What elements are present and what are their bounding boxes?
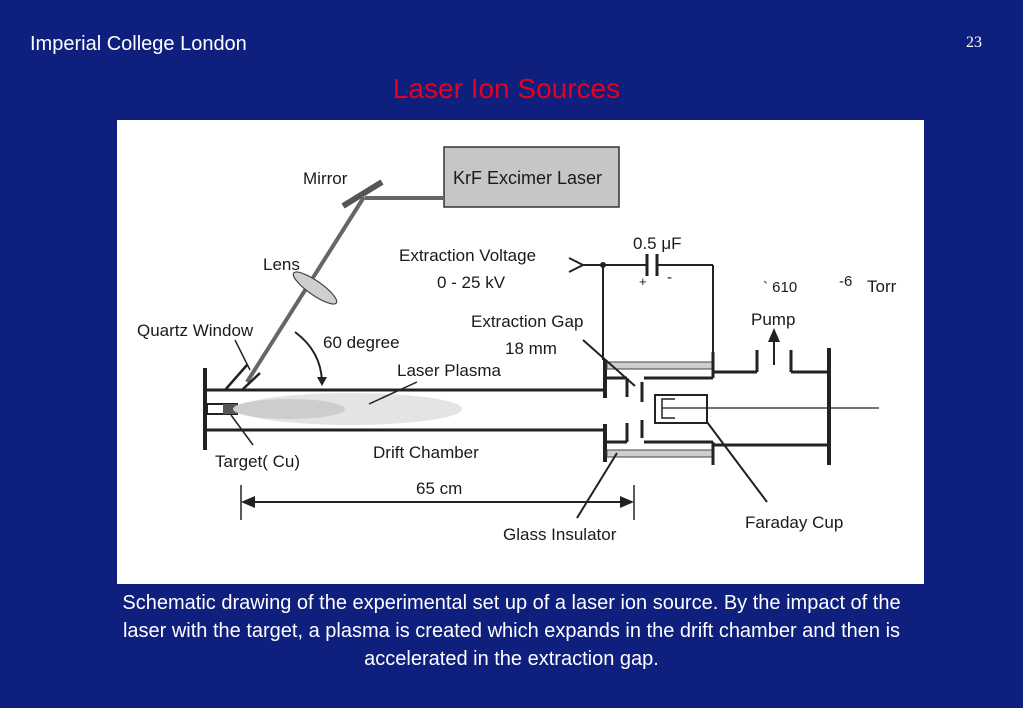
pressure-prefix: ` 610: [763, 279, 797, 296]
figure-caption: Schematic drawing of the experimental se…: [100, 589, 923, 673]
laser-label: KrF Excimer Laser: [453, 168, 602, 188]
voltage-input-chevron: [569, 258, 583, 272]
plasma-inner: [233, 399, 345, 419]
laser-plasma-label: Laser Plasma: [397, 361, 501, 380]
length-arrowhead-right: [620, 496, 634, 508]
angle-label: 60 degree: [323, 333, 400, 352]
glass-insulator-label: Glass Insulator: [503, 525, 617, 544]
angle-arc: [295, 332, 322, 384]
extraction-gap-label: Extraction Gap: [471, 312, 583, 331]
faraday-cup-leader: [707, 422, 767, 502]
quartz-port-left: [225, 365, 247, 390]
length-label: 65 cm: [416, 479, 462, 498]
pressure-label: ` 610: [763, 279, 797, 296]
quartz-window-leader: [235, 340, 250, 370]
pump-arrowhead: [768, 328, 780, 342]
pressure-unit: Torr: [867, 277, 897, 296]
capacitor-label: 0.5 μF: [633, 234, 682, 253]
mirror-label: Mirror: [303, 169, 348, 188]
lens-label: Lens: [263, 255, 300, 274]
angle-arrowhead: [317, 377, 327, 386]
capacitor-plus: +: [639, 274, 647, 289]
page-number: 23: [966, 34, 982, 52]
voltage-range-label: 0 - 25 kV: [437, 273, 506, 292]
glass-insulator-leader: [577, 453, 617, 518]
target-label: Target( Cu): [215, 452, 300, 471]
capacitor-minus: -: [667, 269, 672, 286]
schematic-figure: KrF Excimer Laser Mirror Lens Quartz Win…: [117, 120, 924, 584]
length-arrowhead-left: [241, 496, 255, 508]
pump-label: Pump: [751, 310, 795, 329]
faraday-cup-label: Faraday Cup: [745, 513, 843, 532]
institution-name: Imperial College London: [30, 33, 247, 56]
glass-insulator-top: [607, 362, 713, 369]
gap-size-label: 18 mm: [505, 339, 557, 358]
extraction-voltage-label: Extraction Voltage: [399, 246, 536, 265]
quartz-window-label: Quartz Window: [137, 321, 254, 340]
glass-insulator-bottom: [607, 450, 713, 457]
slide-title: Laser Ion Sources: [0, 73, 1013, 105]
drift-chamber-label: Drift Chamber: [373, 443, 479, 462]
laser-ion-source-diagram: KrF Excimer Laser Mirror Lens Quartz Win…: [117, 120, 924, 584]
pressure-exponent: -6: [839, 273, 852, 290]
